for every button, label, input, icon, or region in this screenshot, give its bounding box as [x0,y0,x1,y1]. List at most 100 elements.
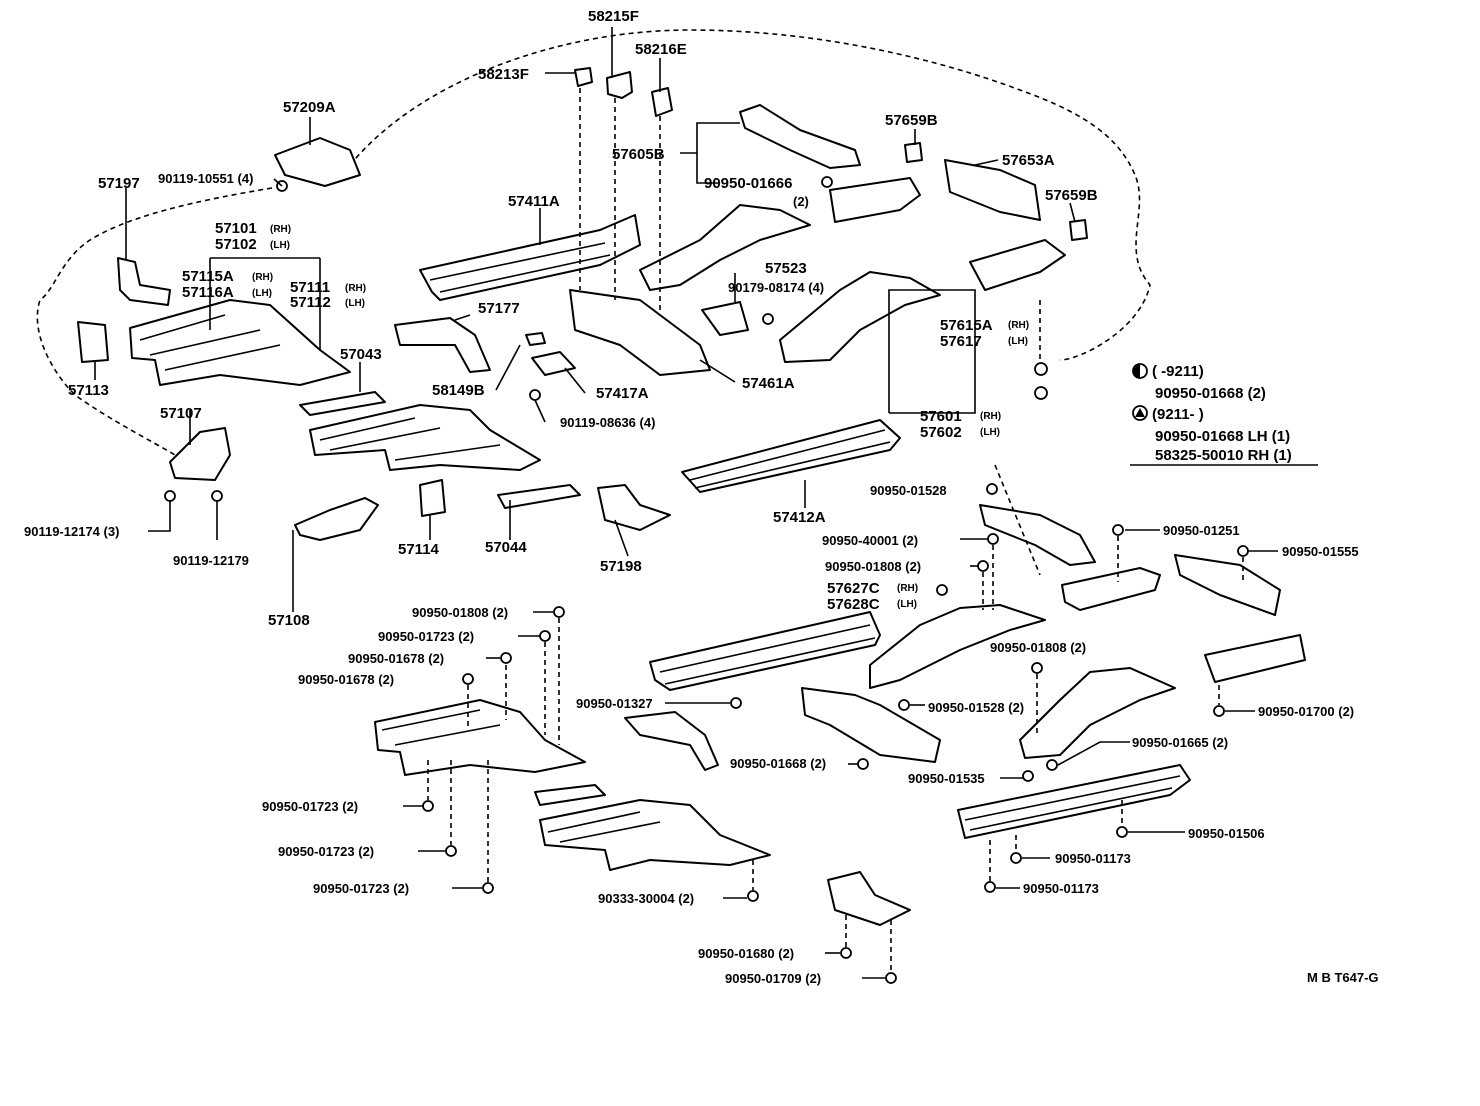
bolt-icon [747,890,759,902]
part-57198-bracket [597,484,671,531]
label-58149B: 58149B [432,382,485,399]
label-57461A: 57461A [742,375,795,392]
bolt-icon [529,389,541,401]
bolt-icon [987,533,999,545]
label-57177: 57177 [478,300,520,317]
part-lower-long-rail [957,764,1191,839]
part-57659B-clip-a [904,142,923,163]
part-57043-strip [299,391,386,416]
bolt-icon [984,881,996,893]
label-57523: 57523 [765,260,807,277]
part-57411A-rail [419,214,641,301]
assembly-lines [427,88,1244,972]
label-90950-01680: 90950-01680 (2) [698,946,794,961]
label-58215F: 58215F [588,8,639,25]
bolt-icon [445,845,457,857]
label-57115A: 57115A [182,268,234,285]
part-57209A-plate [274,137,361,187]
bolt-icon [1022,770,1034,782]
legend: ( -9211) 90950-01668 (2) (9211- ) 90950-… [1132,363,1292,464]
label-rh: (RH) [270,224,291,235]
part-lower-center-rail-detail [547,811,661,843]
label-90950-01723-d: 90950-01723 (2) [313,881,409,896]
bolt-icon [1237,545,1249,557]
label-90950-01723-c: 90950-01723 (2) [278,844,374,859]
label-90950-01723-a: 90950-01723 (2) [378,629,474,644]
part-57417A-bracket [531,351,576,376]
label-57101: 57101 [215,220,257,237]
bolt-icon [762,313,774,325]
part-center-floor-member [309,404,541,471]
bolt-icon [1031,662,1043,674]
body-outline-left [36,187,273,456]
part-lower-panel-a [801,687,941,763]
part-lower-left-rail [374,699,586,776]
bolt-icon [986,483,998,495]
bolt-icon [482,882,494,894]
label-90950-01808-r: 90950-01808 (2) [825,559,921,574]
half-circle-fill [1133,364,1140,378]
part-57412A-detail [689,429,891,489]
label-rh: (RH) [345,283,366,294]
label-57605B: 57605B [612,146,665,163]
legend-row-1: ( -9211) [1152,363,1204,380]
label-rh: (RH) [897,583,918,594]
label-90950-01666-qty: (2) [793,194,809,209]
bolt-icon [821,176,833,188]
label-90950-01678-b: 90950-01678 (2) [298,672,394,687]
label-57209A: 57209A [283,99,336,116]
bolt-icon [1034,386,1048,400]
label-57411A: 57411A [508,193,560,210]
label-90950-01251: 90950-01251 [1163,523,1240,538]
bolt-icon [840,947,852,959]
diagram-code: M B T647-G [1307,970,1379,985]
part-57101-rail-detail [139,314,281,371]
part-57197-bracket [117,257,171,306]
part-57107-bracket [169,427,231,481]
label-90950-01723-b: 90950-01723 (2) [262,799,358,814]
legend-row-3: (9211- ) [1152,406,1204,423]
part-lower-strip [534,784,606,806]
label-90950-01506: 90950-01506 [1188,826,1265,841]
label-90950-01808-a: 90950-01808 (2) [412,605,508,620]
bolt-icon [857,758,869,770]
label-90950-01668-b: 90950-01668 (2) [730,756,826,771]
bolt-icon [462,673,474,685]
triangle-mark [1135,408,1145,417]
label-57198: 57198 [600,558,642,575]
part-57044-strip [497,484,581,509]
legend-row-4: 90950-01668 LH (1) [1155,428,1290,445]
part-57627C-rail [649,611,881,691]
label-90950-01555: 90950-01555 [1282,544,1359,559]
bolt-icon [211,490,223,502]
label-90950-01808-c: 90950-01808 (2) [990,640,1086,655]
label-90119-12179: 90119-12179 [173,553,249,568]
label-58216E: 58216E [635,41,687,58]
bolt-icon [500,652,512,664]
bolt-icon [1213,705,1225,717]
bolt-icon [539,630,551,642]
label-57412A: 57412A [773,509,826,526]
part-57412A-rail [681,419,901,493]
part-58216E-clip [651,87,673,117]
part-rear-wheelhouse [779,271,941,363]
part-57605B-crossmember [739,104,861,169]
label-90950-01327: 90950-01327 [576,696,653,711]
part-57101-rail [129,299,351,386]
label-57601: 57601 [920,408,962,425]
part-58149B-clip [525,332,546,346]
part-57108-plate [294,497,379,541]
part-58213F-clip [574,67,593,87]
part-lower-center-rail [539,799,771,871]
label-lh: (LH) [252,288,272,299]
part-right-rail-a [1174,554,1281,616]
part-57523-bracket [701,301,749,336]
label-90950-01665: 90950-01665 (2) [1132,735,1228,750]
part-57615A-rail [969,239,1066,291]
part-rear-crossmember [639,204,811,291]
label-57107: 57107 [160,405,202,422]
label-90179-08174: 90179-08174 (4) [728,280,824,295]
part-57177-bracket [394,317,491,373]
label-90119-08636: 90119-08636 (4) [560,415,655,430]
label-57417A: 57417A [596,385,649,402]
